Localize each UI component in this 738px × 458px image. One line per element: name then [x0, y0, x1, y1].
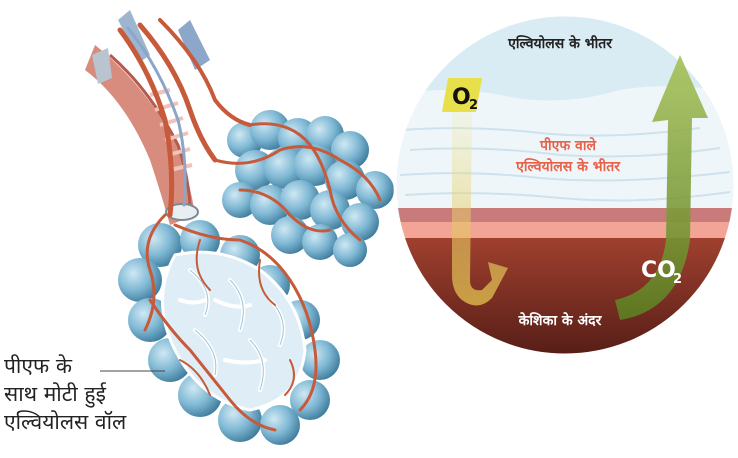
capillary-label: केशिका के अंदर: [518, 312, 603, 329]
thickened-wall-label: पीएफ के साथ मोटी हुई एल्वियोलस वॉल: [4, 352, 126, 436]
inside-alveolus-label: एल्वियोलस के भीतर: [507, 35, 613, 52]
co2-subscript: 2: [673, 272, 682, 287]
co2-label: CO: [641, 258, 676, 283]
o2-label: O: [452, 85, 471, 110]
o2-subscript: 2: [469, 98, 478, 113]
pf-label-line1: पीएफ वाले: [539, 137, 596, 154]
thickened-wall-line1: पीएफ के: [4, 352, 126, 380]
o2-indicator: O 2: [442, 78, 482, 113]
thickened-wall-line2: साथ मोटी हुई: [4, 380, 126, 408]
thickened-wall-line3: एल्वियोलस वॉल: [4, 408, 126, 436]
zoom-connector: [385, 160, 395, 165]
pf-label-line2: एल्वियोलस के भीतर: [515, 158, 621, 175]
